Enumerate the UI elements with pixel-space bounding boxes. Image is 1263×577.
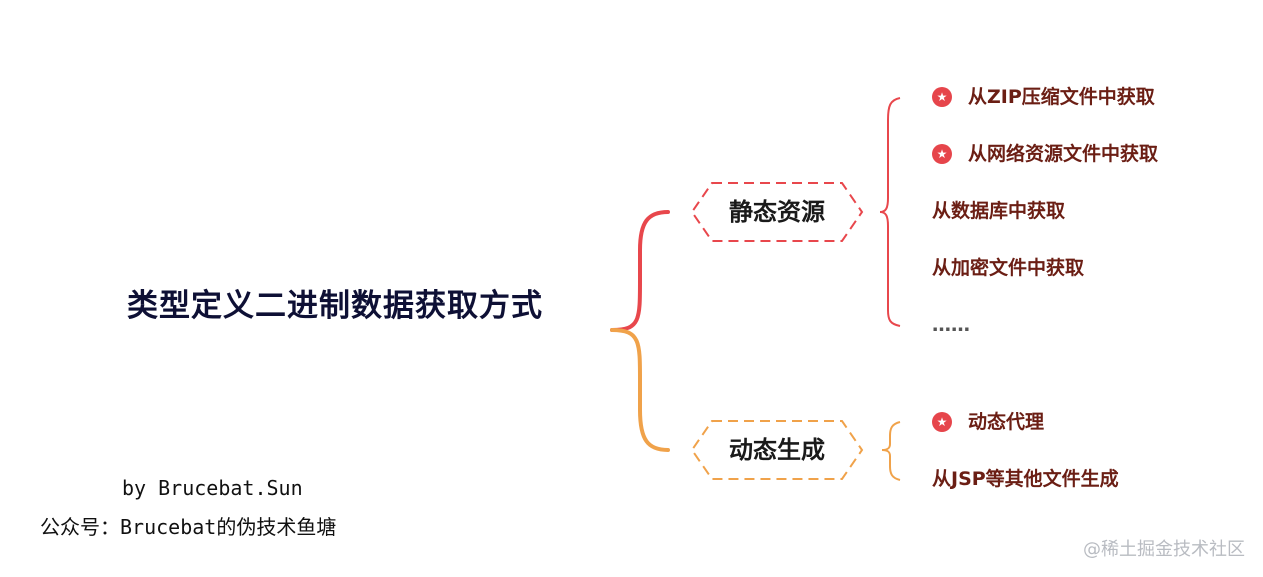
branch-box-static — [690, 182, 864, 242]
site-watermark: @稀土掘金技术社区 — [1083, 539, 1245, 560]
connector-root-dynamic — [610, 328, 670, 452]
star-badge-icon: ★ — [932, 144, 952, 164]
leaf-item: ★ 动态代理 — [932, 409, 1044, 435]
leaf-item: 从JSP等其他文件生成 — [932, 466, 1119, 492]
star-badge-icon: ★ — [932, 412, 952, 432]
leaf-item: …… — [932, 312, 970, 338]
leaf-item: ★ 从网络资源文件中获取 — [932, 141, 1158, 167]
author-account: 公众号：Brucebat的伪技术鱼塘 — [40, 515, 337, 539]
brace-dynamic-leaves — [881, 421, 901, 481]
root-topic: 类型定义二进制数据获取方式 — [127, 288, 543, 324]
leaf-item: 从加密文件中获取 — [932, 255, 1084, 281]
leaf-label: …… — [932, 314, 970, 336]
connector-root-static — [610, 210, 670, 332]
leaf-label: 从网络资源文件中获取 — [968, 143, 1159, 165]
author-byline: by Brucebat.Sun — [122, 476, 303, 500]
leaf-label: 从数据库中获取 — [932, 200, 1066, 222]
branch-box-dynamic — [690, 420, 864, 480]
branch-label-static: 静态资源 — [729, 198, 825, 226]
brace-static-leaves — [879, 97, 901, 327]
leaf-item: ★ 从ZIP压缩文件中获取 — [932, 84, 1155, 110]
leaf-label: 从JSP等其他文件生成 — [932, 468, 1119, 490]
star-badge-icon: ★ — [932, 87, 952, 107]
leaf-label: 动态代理 — [968, 411, 1045, 433]
leaf-label: 从加密文件中获取 — [932, 257, 1085, 279]
leaf-item: 从数据库中获取 — [932, 198, 1065, 224]
branch-label-dynamic: 动态生成 — [729, 436, 825, 464]
leaf-label: 从ZIP压缩文件中获取 — [968, 86, 1155, 108]
